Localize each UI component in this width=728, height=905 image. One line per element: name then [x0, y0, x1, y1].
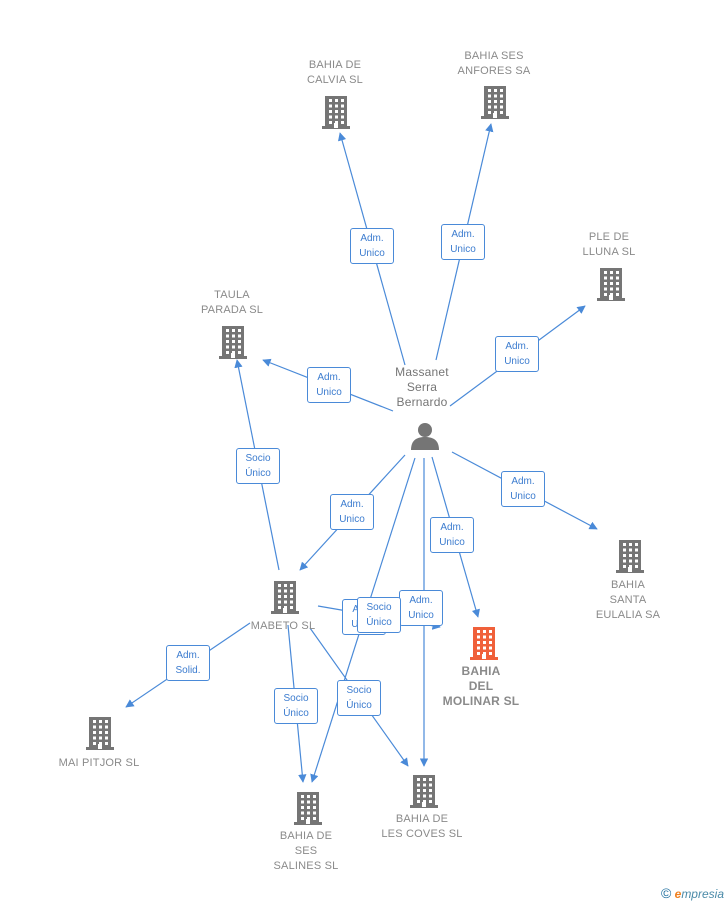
company-label-santa[interactable]: BAHIA SANTA EULALIA SA: [595, 578, 661, 621]
building-icon-pitjor[interactable]: [85, 715, 115, 751]
brand-logo-e: e: [674, 887, 682, 901]
building-icon-santa[interactable]: [615, 538, 645, 574]
copyright-symbol: ©: [660, 885, 672, 901]
building-icon-salines[interactable]: [293, 790, 323, 826]
building-icon-mabeto[interactable]: [270, 579, 300, 615]
company-label-molinar[interactable]: BAHIA DEL MOLINAR SL: [442, 663, 520, 708]
building-icon-lluna[interactable]: [596, 266, 626, 302]
company-label-coves[interactable]: BAHIA DE LES COVES SL: [381, 813, 463, 840]
edge-label-massanet-anfores: Adm. Unico: [441, 224, 485, 260]
building-icon-coves[interactable]: [409, 773, 439, 809]
edge-label-mabeto-salines: Socio Único: [274, 688, 318, 724]
edge-label-massanet-calvia: Adm. Unico: [350, 228, 394, 264]
company-label-mabeto[interactable]: MABETO SL: [250, 619, 316, 632]
person-icon[interactable]: [410, 422, 440, 450]
edge-label-massanet-coves: Adm. Unico: [399, 590, 443, 626]
brand-footer: © empresia: [661, 885, 724, 901]
person-name[interactable]: Massanet Serra Bernardo: [395, 365, 449, 409]
building-icon-calvia[interactable]: [321, 94, 351, 130]
company-label-taula[interactable]: TAULA PARADA SL: [200, 289, 264, 316]
edge-label-mabeto-pitjor: Adm. Solid.: [166, 645, 210, 681]
building-icon-taula[interactable]: [218, 324, 248, 360]
brand-logo-text: mpresia: [681, 887, 724, 901]
edge-label-mabeto-taula: Socio Único: [236, 448, 280, 484]
edge-label-massanet-santa: Adm. Unico: [501, 471, 545, 507]
edge-label-massanet-lluna: Adm. Unico: [495, 336, 539, 372]
edge-label-massanet-molinar: Adm. Unico: [430, 517, 474, 553]
edge-label-massanet-mabeto: Adm. Unico: [330, 494, 374, 530]
company-label-calvia[interactable]: BAHIA DE CALVIA SL: [306, 59, 364, 86]
edge-label-massanet-taula: Adm. Unico: [307, 367, 351, 403]
edge-label-mabeto-molinar: Socio Único: [357, 597, 401, 633]
company-label-pitjor[interactable]: MAI PITJOR SL: [58, 756, 140, 769]
company-label-lluna[interactable]: PLE DE LLUNA SL: [582, 231, 636, 258]
company-label-salines[interactable]: BAHIA DE SES SALINES SL: [273, 829, 339, 872]
edge-label-mabeto-coves: Socio Único: [337, 680, 381, 716]
building-icon-anfores[interactable]: [480, 84, 510, 120]
company-label-anfores[interactable]: BAHIA SES ANFORES SA: [457, 50, 531, 77]
building-icon-molinar[interactable]: [469, 625, 499, 661]
